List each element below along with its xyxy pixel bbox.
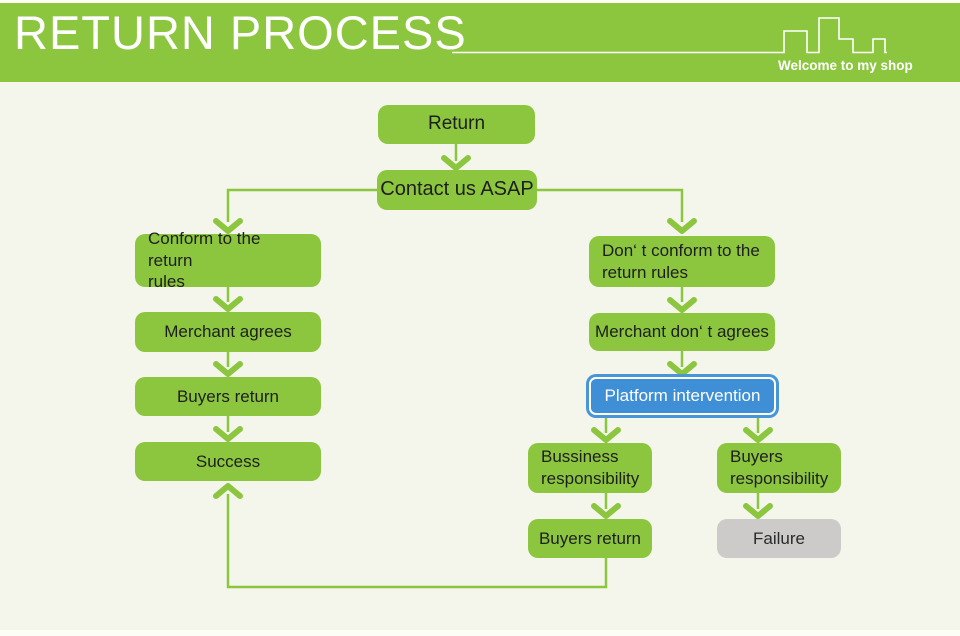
connector-shafts	[226, 144, 760, 589]
skyline-icon	[452, 17, 887, 54]
node-failure: Failure	[717, 519, 841, 558]
node-contact-us-asap: Contact us ASAP	[377, 170, 537, 210]
node-platform-intervention: Platform intervention	[589, 377, 776, 415]
node-merchant-dont-agree: Merchant don‘ t agrees	[589, 313, 775, 351]
connector-arrowheads	[213, 155, 773, 519]
node-business-responsibility: Bussiness responsibility	[528, 443, 652, 493]
node-buyers-return-left: Buyers return	[135, 377, 321, 416]
node-dont-conform-rules: Don‘ t conform to the return rules	[589, 236, 775, 287]
node-merchant-agrees: Merchant agrees	[135, 312, 321, 352]
node-conform-rules: Conform to the return rules	[135, 229, 321, 291]
node-buyers-responsibility: Buyers responsibility	[717, 443, 841, 493]
page-title: RETURN PROCESS	[14, 6, 467, 59]
header-banner	[0, 3, 960, 82]
header-tagline: Welcome to my shop	[778, 58, 913, 73]
node-return: Return	[378, 105, 535, 144]
node-buyers-return-right: Buyers return	[528, 519, 652, 558]
node-success: Success	[135, 442, 321, 481]
